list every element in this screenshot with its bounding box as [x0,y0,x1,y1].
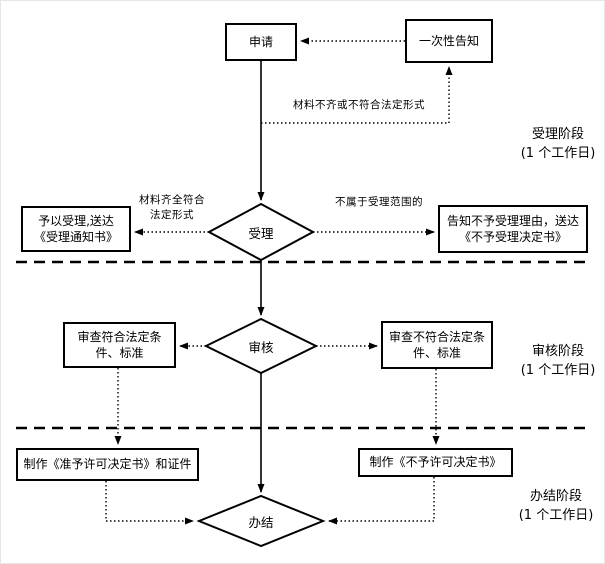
node-make-denial-label: 制作《不予许可决定书》 [369,455,502,470]
stage-label-review: 审核阶段 (1 个工作日) [511,343,604,381]
stage-review-name: 审核阶段 [531,344,584,359]
node-deny-accept: 告知不予受理理由，送达《不予受理决定书》 [438,205,588,253]
stage-label-completion: 办结阶段 (1 个工作日) [507,488,604,526]
edge-denial-to-complete [328,477,435,525]
stage-acceptance-name: 受理阶段 [531,127,584,142]
stage-acceptance-duration: (1 个工作日) [520,145,596,161]
node-make-license: 制作《准予许可决定书》和证件 [16,448,199,481]
node-apply-label: 申请 [248,34,273,49]
node-grant-accept: 予以受理,送达《受理通知书》 [21,206,131,252]
node-review-pass: 审查符合法定条件、标准 [63,322,176,368]
node-deny-accept-label: 告知不予受理理由，送达《不予受理决定书》 [446,213,579,244]
node-grant-accept-label: 予以受理,送达《受理通知书》 [33,213,118,244]
node-review-fail: 审查不符合法定条件、标准 [381,321,493,369]
decision-accept-shape [206,202,316,262]
edge-label-materials-complete: 材料齐全符合法定形式 [139,194,205,221]
node-apply: 申请 [225,23,297,61]
node-one-time-notice-label: 一次性告知 [418,33,479,48]
stage-review-duration: (1 个工作日) [520,362,596,378]
stage-completion-duration: (1 个工作日) [518,507,594,523]
edge-license-to-complete [105,481,194,525]
node-review-fail-label: 审查不符合法定条件、标准 [388,329,485,360]
node-review-pass-label: 审查符合法定条件、标准 [77,329,162,360]
stage-completion-name: 办结阶段 [529,489,582,504]
decision-review-shape [203,317,319,375]
node-make-denial: 制作《不予许可决定书》 [358,448,513,477]
node-make-license-label: 制作《准予许可决定书》和证件 [23,457,192,472]
node-one-time-notice: 一次性告知 [405,19,493,63]
stage-label-acceptance: 受理阶段 (1 个工作日) [511,126,604,164]
edge-incomplete-to-notice [261,66,453,124]
decision-complete-shape [196,494,326,548]
edge-label-out-of-scope: 不属于受理范围的 [335,196,423,208]
edge-label-materials-incomplete: 材料不齐或不符合法定形式 [293,99,425,111]
